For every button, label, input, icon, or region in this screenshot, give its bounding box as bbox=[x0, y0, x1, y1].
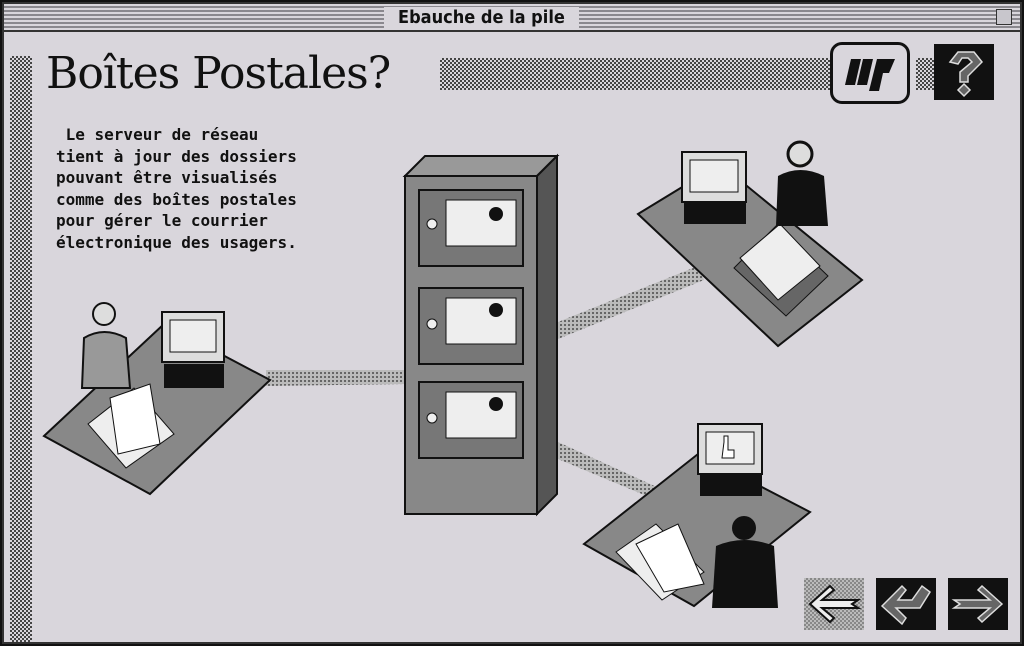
zoom-box[interactable] bbox=[996, 9, 1012, 25]
return-button[interactable] bbox=[876, 578, 936, 630]
server-cabinet bbox=[402, 153, 560, 517]
back-button[interactable] bbox=[804, 578, 864, 630]
mailbox-2 bbox=[418, 287, 524, 365]
title-bar[interactable]: Ebauche de la pile bbox=[4, 4, 1020, 32]
back-arrow-icon bbox=[808, 584, 862, 624]
home-icon bbox=[845, 59, 895, 91]
workstation-left bbox=[42, 302, 272, 496]
next-arrow-icon bbox=[951, 584, 1004, 624]
return-arrow-icon bbox=[880, 584, 932, 626]
person-top-right bbox=[776, 140, 828, 226]
heading-pattern-strip bbox=[440, 58, 832, 90]
page-title: Boîtes Postales? bbox=[46, 48, 391, 99]
left-pattern-border bbox=[10, 56, 32, 642]
person-left bbox=[80, 302, 132, 389]
workstation-top-right bbox=[636, 140, 864, 348]
network-links bbox=[266, 266, 704, 504]
window-title: Ebauche de la pile bbox=[384, 7, 579, 29]
person-bottom-right bbox=[712, 516, 778, 608]
next-button[interactable] bbox=[948, 578, 1008, 630]
help-icon bbox=[948, 51, 984, 98]
pointing-hand-icon bbox=[721, 435, 735, 459]
heading-pattern-strip-right bbox=[916, 58, 938, 90]
workstation-bottom-right bbox=[582, 423, 812, 608]
mailbox-3 bbox=[418, 381, 524, 459]
mailbox-1 bbox=[418, 189, 524, 267]
network-illustration bbox=[42, 140, 864, 608]
home-button[interactable] bbox=[830, 42, 910, 104]
help-button[interactable] bbox=[934, 44, 994, 100]
